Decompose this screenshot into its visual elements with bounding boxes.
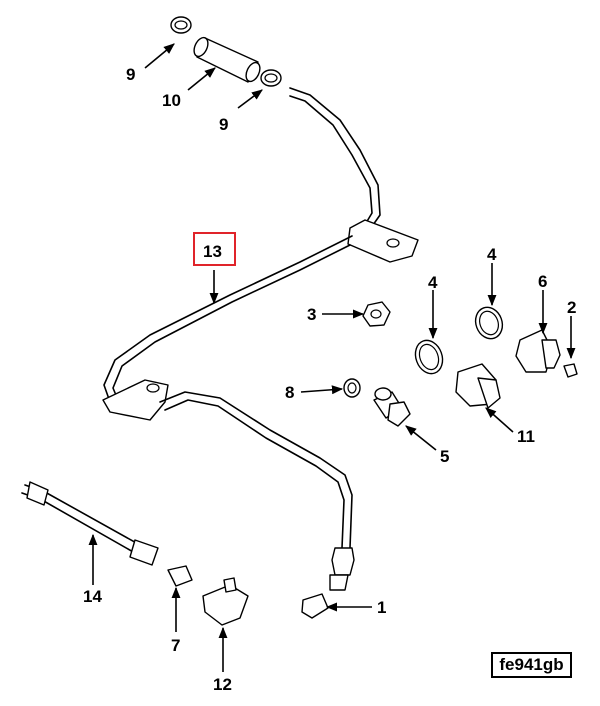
adapter-part-7 [167,565,193,587]
callout-2: 2 [567,298,576,317]
callout-11: 11 [517,427,535,446]
callout-8: 8 [285,383,294,402]
hose-part-14 [21,481,159,566]
nut-part-3 [362,301,391,327]
washer-part-8 [343,378,361,398]
callout-3: 3 [307,305,316,324]
fitting-part-11 [455,363,501,409]
callout-10: 10 [162,91,181,110]
fitting-part-1 [301,593,329,619]
fitting-part-6 [515,329,561,373]
upper-bracket [347,219,419,263]
bolt-part-5 [373,387,411,427]
leader-arrows [88,43,576,672]
callout-labels: 9 10 9 13 4 6 2 3 4 8 11 5 14 7 12 1 [83,65,576,694]
lower-bracket [102,379,169,421]
o-ring-part-4-b [414,339,444,375]
clamp-part-9-bottom [260,69,282,87]
callout-9-bottom: 9 [219,115,228,134]
callout-4-upper: 4 [487,245,497,264]
callout-14: 14 [83,587,102,606]
tee-block-part-12 [202,577,249,626]
callout-1: 1 [377,598,386,617]
callout-13: 13 [203,242,222,261]
callout-5: 5 [440,447,449,466]
plug-part-2 [563,363,578,378]
tube-assembly [102,87,419,591]
callout-12: 12 [213,675,232,694]
clamp-part-9-top [170,16,192,34]
callout-4-lower: 4 [428,273,438,292]
callout-7: 7 [171,636,180,655]
callout-6: 6 [538,272,547,291]
o-ring-part-4-a [474,306,504,340]
figure-reference-label: fe941gb [491,652,572,678]
hose-part-10 [193,36,261,83]
callout-9-top: 9 [126,65,135,84]
callout-13-highlight-box [193,232,236,266]
